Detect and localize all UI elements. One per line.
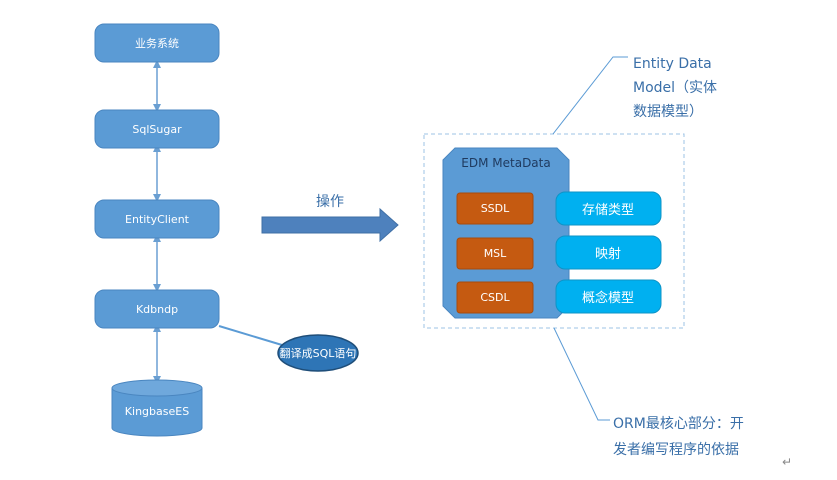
- label-translate-sql: 翻译成SQL语句: [280, 346, 357, 360]
- connector-kdbndp-ellipse: [218, 325, 283, 346]
- callout-orm-line1: ORM最核心部分：开: [613, 416, 744, 432]
- callout-line-orm: [553, 327, 610, 421]
- label-msl: MSL: [484, 247, 507, 260]
- msl-box: MSL: [456, 237, 534, 270]
- ssdl-box: SSDL: [456, 192, 534, 225]
- label-sqlsugar: SqlSugar: [132, 123, 182, 136]
- label-storage-type: 存储类型: [582, 203, 634, 218]
- label-kdbndp: Kdbndp: [136, 303, 178, 316]
- box-sqlsugar: SqlSugar: [94, 109, 220, 149]
- label-mapping: 映射: [595, 246, 621, 262]
- label-operate: 操作: [316, 194, 344, 210]
- box-kdbndp: Kdbndp: [94, 289, 220, 329]
- label-entityclient: EntityClient: [125, 213, 190, 226]
- box-entityclient: EntityClient: [94, 199, 220, 239]
- return-mark: ↵: [782, 455, 792, 469]
- csdl-box: CSDL: [456, 281, 534, 314]
- callout-edm-line1: Entity Data: [633, 56, 712, 72]
- edm-title: EDM MetaData: [461, 156, 550, 170]
- label-kingbasees: KingbaseES: [125, 405, 189, 418]
- label-concept-model: 概念模型: [582, 290, 634, 306]
- edm-metadata-box: EDM MetaData: [442, 147, 570, 319]
- callout-edm-line2: Model（实体: [633, 80, 717, 96]
- label-business-system: 业务系统: [135, 37, 179, 50]
- box-business-system: 业务系统: [94, 23, 220, 63]
- label-ssdl: SSDL: [481, 202, 510, 215]
- label-csdl: CSDL: [480, 291, 510, 304]
- mapping-box: 映射: [555, 235, 662, 270]
- callout-line-edm: [552, 56, 628, 135]
- database-cylinder: KingbaseES: [111, 379, 203, 437]
- translate-sql-ellipse: 翻译成SQL语句: [277, 334, 359, 372]
- operate-arrow: [261, 207, 399, 243]
- concept-model-box: 概念模型: [555, 279, 662, 314]
- callout-edm-line3: 数据模型）: [633, 104, 703, 120]
- storage-type-box: 存储类型: [555, 191, 662, 226]
- callout-orm-line2: 发者编写程序的依据: [613, 442, 739, 458]
